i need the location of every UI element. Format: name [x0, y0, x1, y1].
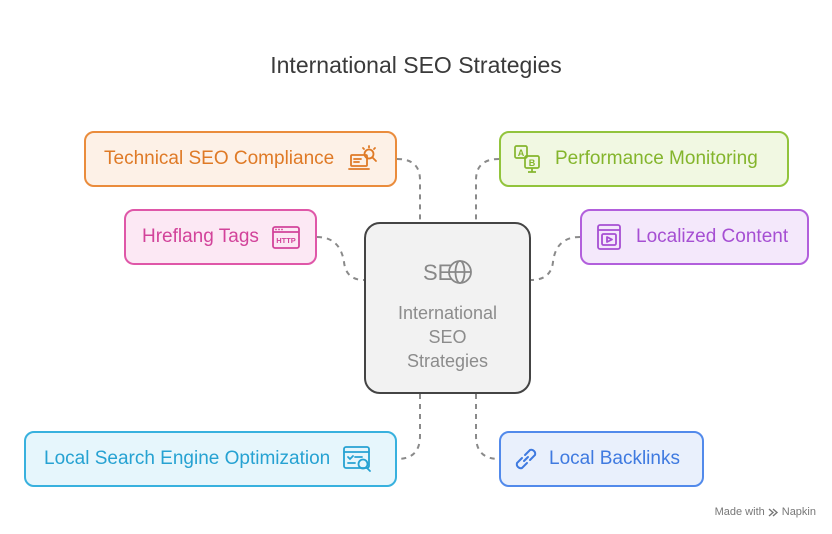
node-performance-monitoring[interactable]: A B Performance Monitoring: [499, 131, 789, 187]
link-icon: [515, 448, 537, 470]
node-technical-label: Technical SEO Compliance: [104, 148, 335, 169]
connector-technical: [396, 158, 421, 222]
node-hreflang-label: Hreflang Tags: [142, 226, 259, 247]
node-local-search-engine-optimization[interactable]: Local Search Engine Optimization: [24, 431, 397, 487]
watermark-brand: Napkin: [781, 506, 816, 518]
connector-local-search: [396, 394, 421, 460]
diagram-title: International SEO Strategies: [270, 52, 562, 78]
central-node-label: International SEO Strategies: [397, 303, 498, 371]
node-backlinks-label: Local Backlinks: [549, 448, 680, 469]
browser-search-icon: [343, 446, 372, 472]
connector-backlinks: [475, 394, 500, 460]
node-hreflang-tags[interactable]: Hreflang Tags HTTP: [124, 209, 317, 265]
svg-text:SE: SE: [423, 260, 452, 285]
connector-localized: [530, 236, 581, 281]
napkin-logo-icon: [768, 507, 778, 517]
node-technical-seo-compliance[interactable]: Technical SEO Compliance: [84, 131, 397, 187]
seo-globe-icon: SE: [423, 260, 472, 285]
laptop-search-icon: [348, 145, 378, 170]
node-local-backlinks[interactable]: Local Backlinks: [499, 431, 704, 487]
connector-hreflang: [316, 236, 365, 281]
svg-text:B: B: [529, 158, 536, 168]
watermark-prefix: Made with: [714, 506, 765, 518]
video-content-icon: [597, 224, 621, 250]
http-browser-icon: HTTP: [271, 226, 300, 249]
connector-performance: [475, 158, 500, 222]
svg-text:A: A: [518, 148, 525, 158]
node-local-search-label: Local Search Engine Optimization: [44, 448, 331, 469]
node-localized-label: Localized Content: [636, 226, 789, 247]
central-node[interactable]: SE International SEO Strategies: [364, 222, 531, 394]
svg-text:HTTP: HTTP: [276, 236, 296, 245]
node-performance-label: Performance Monitoring: [555, 148, 758, 169]
node-localized-content[interactable]: Localized Content: [580, 209, 809, 265]
napkin-watermark: Made with Napkin: [715, 506, 816, 518]
ab-test-icon: A B: [514, 145, 540, 173]
